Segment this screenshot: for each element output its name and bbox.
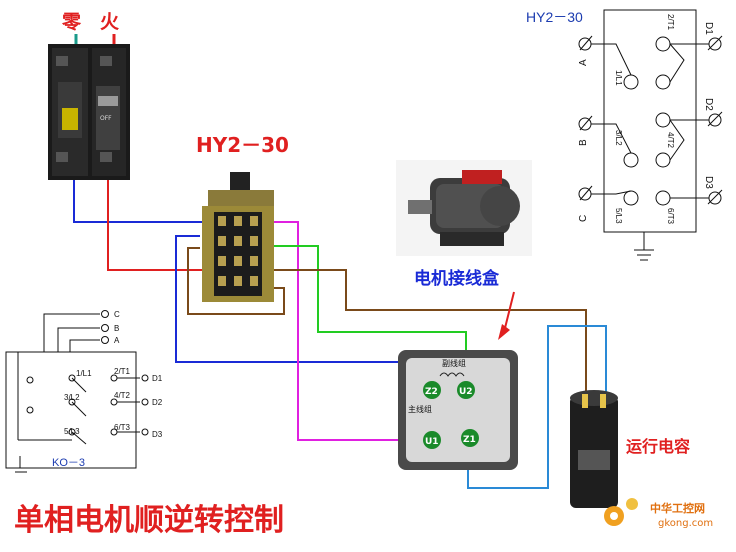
svg-text:4/T2: 4/T2 bbox=[666, 132, 675, 149]
capacitor-caption: 运行电容 bbox=[626, 437, 690, 456]
svg-text:1/L1: 1/L1 bbox=[76, 369, 92, 378]
terminal-z1 bbox=[461, 429, 479, 447]
svg-text:A: A bbox=[578, 59, 589, 66]
terminal-u2 bbox=[457, 381, 475, 399]
svg-text:3/L2: 3/L2 bbox=[614, 130, 623, 146]
wire-red-live bbox=[107, 180, 212, 271]
wire-brown-cap bbox=[268, 269, 587, 394]
svg-text:6/T3: 6/T3 bbox=[114, 423, 131, 432]
svg-text:2/T1: 2/T1 bbox=[114, 367, 131, 376]
svg-text:C: C bbox=[114, 310, 120, 319]
wire-green-u2 bbox=[268, 245, 467, 382]
svg-text:6/T3: 6/T3 bbox=[666, 208, 675, 225]
svg-text:A: A bbox=[114, 336, 120, 345]
svg-text:C: C bbox=[578, 215, 589, 222]
svg-text:5/L3: 5/L3 bbox=[614, 208, 623, 224]
svg-text:2/T1: 2/T1 bbox=[666, 14, 675, 31]
breaker-off-text: OFF bbox=[100, 115, 112, 122]
svg-text:B: B bbox=[578, 139, 589, 146]
small-schematic bbox=[5, 310, 149, 473]
wire-magenta-u1 bbox=[268, 221, 424, 441]
run-capacitor bbox=[570, 390, 618, 508]
svg-text:D1: D1 bbox=[703, 22, 714, 35]
live-label: 火 bbox=[100, 11, 120, 33]
svg-text:B: B bbox=[114, 324, 119, 333]
svg-text:Z1: Z1 bbox=[463, 435, 476, 445]
motor-caption: 电机接线盒 bbox=[414, 268, 500, 289]
rotary-switch bbox=[202, 172, 274, 302]
wire-brown-loop bbox=[187, 247, 285, 315]
switch-schematic bbox=[578, 9, 723, 261]
svg-text:D2: D2 bbox=[703, 98, 714, 111]
small-schematic-model: KO－3 bbox=[52, 457, 85, 469]
svg-text:1/L1: 1/L1 bbox=[614, 70, 623, 86]
neutral-label: 零 bbox=[61, 11, 82, 33]
watermark-logo bbox=[604, 498, 638, 526]
watermark-url: gkong.com bbox=[658, 518, 713, 529]
schematic-model: HY2－30 bbox=[526, 9, 583, 25]
svg-text:3/L2: 3/L2 bbox=[64, 393, 80, 402]
wire-lightblue-cap bbox=[467, 325, 607, 489]
terminal-z2 bbox=[423, 381, 441, 399]
svg-text:D3: D3 bbox=[152, 430, 163, 439]
svg-text:D1: D1 bbox=[152, 374, 163, 383]
switch-model-label: HY2－30 bbox=[196, 133, 289, 157]
svg-text:4/T2: 4/T2 bbox=[114, 391, 131, 400]
motor-junction-box: 副线组 主线组 Z2 U2 U1 Z1 bbox=[398, 350, 518, 470]
terminal-u1 bbox=[423, 431, 441, 449]
svg-text:Z2: Z2 bbox=[425, 387, 438, 397]
svg-text:5/L3: 5/L3 bbox=[64, 427, 80, 436]
watermark-cn: 中华工控网 bbox=[650, 501, 705, 515]
winding-left-label: 主线组 bbox=[408, 404, 432, 414]
svg-text:U2: U2 bbox=[459, 387, 473, 397]
motor-photo bbox=[396, 160, 532, 256]
svg-text:U1: U1 bbox=[425, 437, 439, 447]
svg-text:D3: D3 bbox=[703, 176, 714, 189]
winding-top-label: 副线组 bbox=[442, 358, 466, 368]
page-title: 单相电机顺逆转控制 bbox=[14, 503, 284, 538]
circuit-breaker: OFF bbox=[48, 44, 130, 180]
wires bbox=[73, 180, 607, 489]
svg-text:D2: D2 bbox=[152, 398, 163, 407]
wire-blue-neutral bbox=[73, 180, 212, 223]
